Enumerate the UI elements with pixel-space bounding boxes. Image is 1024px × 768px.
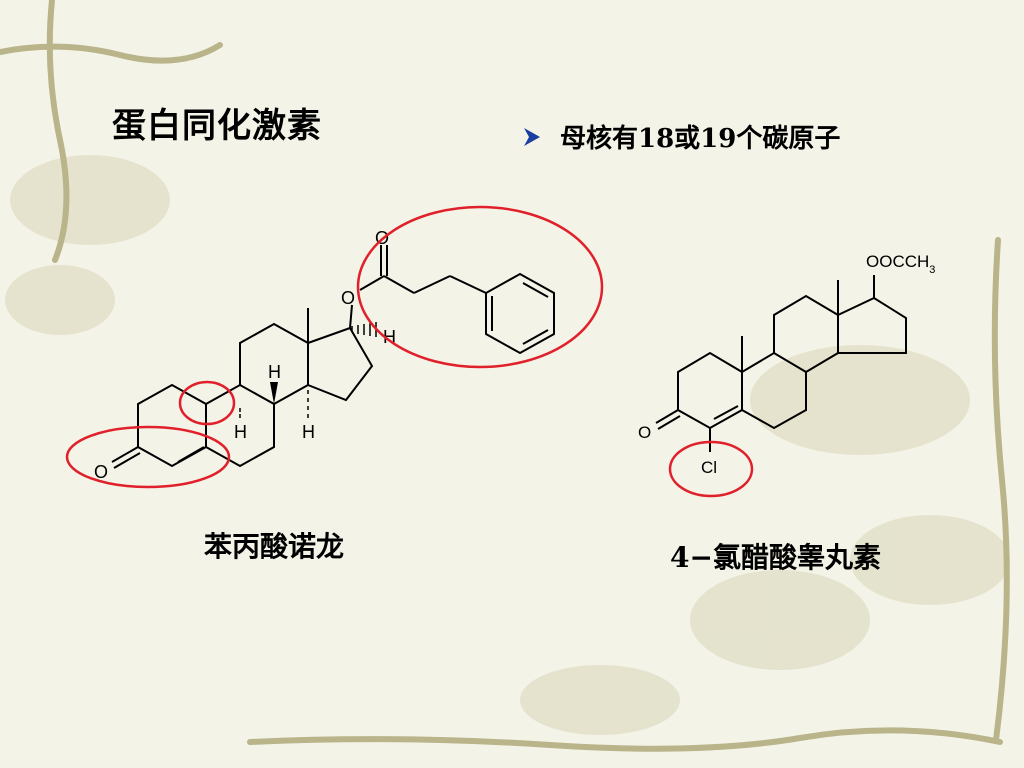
chloro-label: Cl [701, 458, 717, 477]
ester-oxygen-label: O [341, 288, 355, 308]
bullet-point: 母核有18或19个碳原子 [520, 118, 840, 155]
ester-group-label: OOCCH3 [866, 252, 935, 276]
ketone-oxygen-label: O [94, 462, 108, 482]
right-compound-name: 4−氯醋酸睾丸素 [670, 541, 881, 574]
ester-highlight-circle [356, 205, 604, 369]
bullet-text: 母核有18或19个碳原子 [560, 124, 841, 154]
slide-title: 蛋白同化激素 [112, 106, 322, 146]
c19-highlight-circle [178, 380, 236, 426]
h9-label: H [234, 422, 247, 442]
h8-label: H [268, 362, 281, 382]
h14-label: H [302, 422, 315, 442]
chloro-highlight-circle [668, 440, 754, 498]
ring-a-highlight-circle [65, 425, 231, 489]
arrow-bullet-icon [524, 127, 540, 146]
ketone-oxygen-label-right: O [638, 423, 651, 442]
left-compound-name: 苯丙酸诺龙 [204, 530, 345, 563]
